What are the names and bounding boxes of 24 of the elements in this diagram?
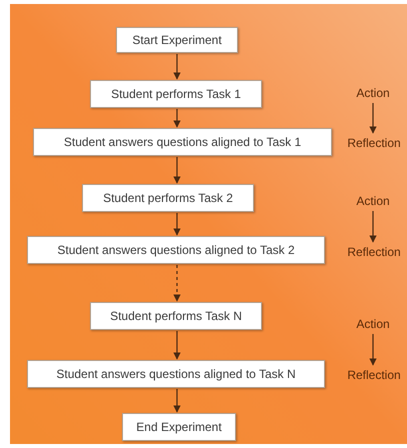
stage-label: Action	[348, 192, 398, 210]
arrow	[173, 265, 181, 302]
arrow	[369, 334, 377, 366]
stage-label: Reflection	[341, 366, 407, 384]
process-box: Student performs Task 2	[82, 184, 254, 212]
arrow	[173, 213, 181, 236]
arrow	[173, 54, 181, 80]
process-box: Student performs Task N	[90, 302, 262, 330]
arrow	[173, 109, 181, 128]
stage-label: Action	[348, 315, 398, 333]
process-box: Student answers questions aligned to Task 1	[33, 128, 332, 156]
process-box: Student performs Task 1	[90, 80, 262, 108]
arrow	[369, 103, 377, 134]
arrow	[173, 331, 181, 360]
process-box: End Experiment	[122, 413, 236, 441]
process-box: Start Experiment	[116, 27, 238, 53]
stage-label: Action	[348, 84, 398, 102]
arrow	[173, 389, 181, 413]
stage-label: Reflection	[341, 243, 407, 261]
arrow	[173, 157, 181, 184]
stage-label: Reflection	[341, 134, 407, 152]
arrow	[369, 211, 377, 243]
process-box: Student answers questions aligned to Task 2	[27, 236, 325, 264]
process-box: Student answers questions aligned to Task N	[27, 360, 325, 388]
